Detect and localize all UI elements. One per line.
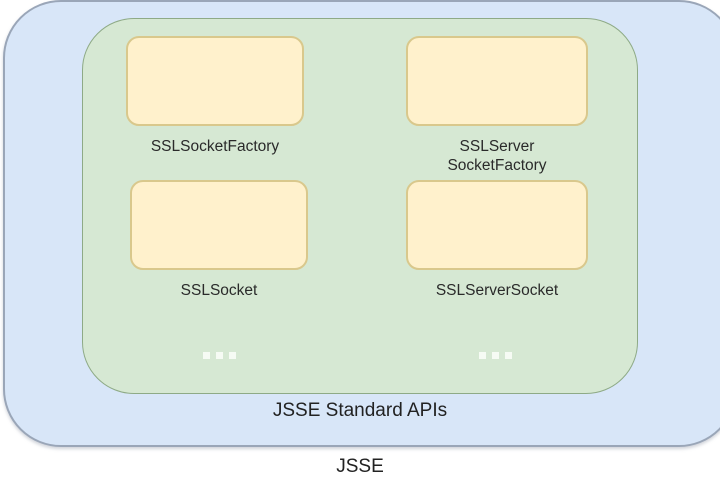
dot [216, 352, 223, 359]
dot [203, 352, 210, 359]
ellipsis-left [203, 352, 236, 359]
label-sslsocketfactory: SSLSocketFactory [150, 138, 280, 155]
ellipsis-right [479, 352, 512, 359]
dot [479, 352, 486, 359]
dot [492, 352, 499, 359]
label-sslserversocket: SSLServerSocket [435, 282, 559, 299]
component-box-sslsocket [130, 180, 308, 270]
component-box-sslsocketfactory [126, 36, 304, 126]
label-sslsocket: SSLSocket [180, 282, 258, 299]
label-line-2: SocketFactory [447, 157, 547, 174]
dot [229, 352, 236, 359]
component-box-sslserversocket [406, 180, 588, 270]
label-jsse-standard-apis: JSSE Standard APIs [272, 400, 448, 421]
label-jsse: JSSE [336, 456, 384, 477]
dot [505, 352, 512, 359]
label-sslserversocketfactory: SSLServer SocketFactory [406, 137, 588, 175]
label-line-1: SSLServer [459, 138, 535, 155]
component-box-sslserversocketfactory [406, 36, 588, 126]
